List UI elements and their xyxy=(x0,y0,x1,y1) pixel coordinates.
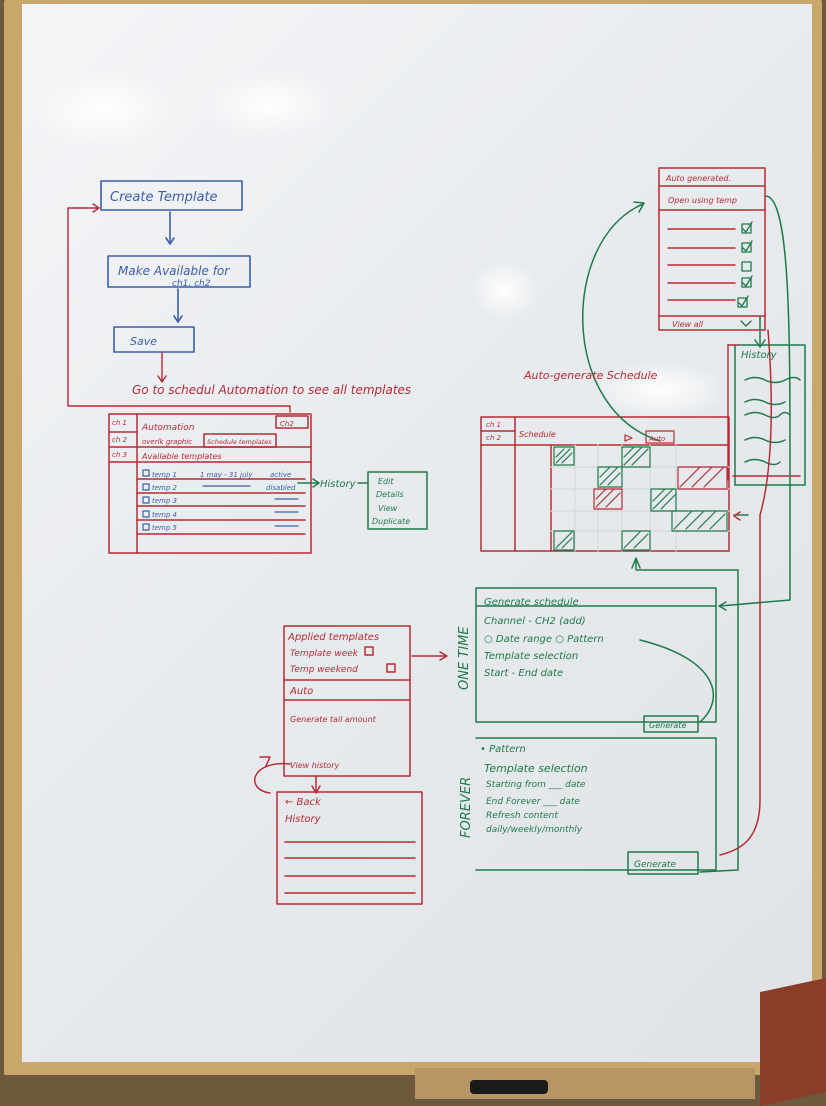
template-row-name: temp 2 xyxy=(152,484,178,492)
marker xyxy=(470,1080,548,1094)
template-selection-field: Template selection xyxy=(484,651,578,662)
template-row-name: temp 3 xyxy=(152,497,177,505)
auto-button-label: Auto xyxy=(648,435,665,443)
forever-line: Starting from ___ date xyxy=(486,780,586,790)
forever-line: daily/weekly/monthly xyxy=(486,825,583,835)
menu-item-details: Details xyxy=(376,490,404,499)
back-link: ← Back xyxy=(285,797,322,808)
autogen-popup xyxy=(658,167,766,331)
make-available-sub: ch1, ch2 xyxy=(172,279,211,289)
create-template-box xyxy=(100,180,243,211)
automation-title: Automation xyxy=(141,423,195,433)
schedule-grid xyxy=(480,416,730,552)
automation-channel: ch 3 xyxy=(112,451,127,459)
view-all-link: View all xyxy=(672,320,704,329)
applied-templates-panel xyxy=(283,625,411,777)
view-history-link: View history xyxy=(290,761,339,770)
menu-item-view: View xyxy=(378,504,398,513)
history-back-title: History xyxy=(285,814,322,825)
make-available-label: Make Available for xyxy=(118,264,230,278)
history-link: History xyxy=(320,479,357,490)
forever-line: End Forever ___ date xyxy=(486,797,580,807)
forever-line: • Pattern xyxy=(480,744,526,755)
schedule-channel: ch 1 xyxy=(486,421,501,429)
history-back-panel xyxy=(276,791,423,905)
one-time-label: ONE TIME xyxy=(457,626,472,690)
autogen-open-item: Open using temp xyxy=(668,196,737,205)
generate-one-time-panel xyxy=(475,587,717,723)
generate-item: Generate tail amount xyxy=(290,715,377,724)
save-box xyxy=(113,326,195,353)
forever-line: Template selection xyxy=(484,762,588,775)
schedule-channel: ch 2 xyxy=(486,434,502,442)
template-row-name: temp 4 xyxy=(152,511,177,519)
forever-line: Refresh content xyxy=(486,811,558,821)
menu-item-duplicate: Duplicate xyxy=(372,517,410,526)
goto-note: Go to schedul Automation to see all temp… xyxy=(132,383,411,397)
create-template-label: Create Template xyxy=(110,190,218,205)
start-end-date-field: Start - End date xyxy=(484,668,563,679)
generate-button-label: Generate xyxy=(649,721,686,730)
automation-channel: ch 1 xyxy=(112,419,127,427)
applied-templates-title: Applied templates xyxy=(287,632,379,643)
light-glare xyxy=(200,70,340,140)
date-pattern-choice: ○ Date range ○ Pattern xyxy=(484,634,604,645)
template-row-status: active xyxy=(270,471,291,479)
automation-channel: ch 2 xyxy=(112,436,128,444)
schedule-label: Schedule xyxy=(519,430,556,439)
template-row-date: 1 may - 31 july xyxy=(200,471,253,479)
template-weekend-item: Temp weekend xyxy=(290,665,358,675)
tab-schedule-templates: Schedule templates xyxy=(207,438,272,446)
available-templates-label: Available templates xyxy=(141,452,222,461)
forever-generate-label: Generate xyxy=(634,860,676,870)
template-row-name: temp 1 xyxy=(152,471,177,479)
ch2-corner-label: Ch2 xyxy=(280,420,294,428)
generate-schedule-title: Generate schedule xyxy=(484,597,579,608)
save-label: Save xyxy=(130,335,157,348)
template-week-item: Template week xyxy=(290,649,359,659)
tab-overlay-graphic: overlk graphic xyxy=(142,438,192,446)
light-glare xyxy=(470,260,540,320)
autogen-popup-title: Auto generated. xyxy=(665,174,731,183)
auto-item: Auto xyxy=(289,686,313,697)
menu-item-edit: Edit xyxy=(378,477,394,486)
template-row-status: disabled xyxy=(266,484,296,492)
channel-field: Channel - CH2 (add) xyxy=(484,616,586,627)
history-panel-title: History xyxy=(741,350,778,361)
template-row-name: temp 5 xyxy=(152,524,178,532)
context-menu-box xyxy=(367,471,428,530)
forever-label: FOREVER xyxy=(459,777,474,838)
make-available-box xyxy=(107,255,251,288)
light-glare xyxy=(30,70,180,150)
schedule-heading: Auto-generate Schedule xyxy=(523,369,658,382)
